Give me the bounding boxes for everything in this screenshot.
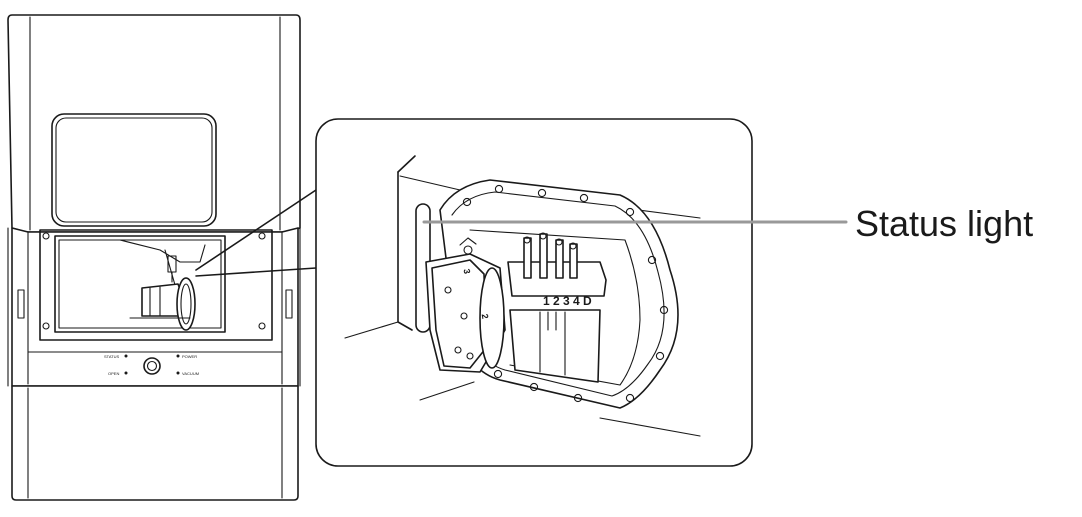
viewing-window (51, 113, 217, 227)
zoom-line-bottom (195, 267, 317, 277)
workpiece-adapter: 3 2 (425, 237, 506, 373)
status-light-label: Status light (855, 203, 1034, 244)
flange-bolts (462, 184, 669, 403)
detail-view: 1 2 3 4 D 3 2 (344, 155, 701, 437)
power-button[interactable] (143, 357, 161, 375)
tool-magazine: 1 2 3 4 D (507, 232, 607, 383)
panel-label-power: POWER (182, 354, 197, 359)
chamber-door (39, 229, 273, 341)
panel-label-status: STATUS (104, 354, 120, 359)
panel-label-vacuum: VACUUM (182, 371, 199, 376)
panel-label-open: OPEN (108, 371, 119, 376)
machine-overview: STATUS POWER VACUUM OPEN (7, 14, 301, 501)
adapter-number-2: 2 (480, 313, 491, 320)
adapter-number-3: 3 (462, 268, 473, 275)
slot-numbers: 1 2 3 4 D (543, 294, 592, 308)
zoom-line-top (195, 189, 317, 271)
machine-base (11, 385, 299, 501)
